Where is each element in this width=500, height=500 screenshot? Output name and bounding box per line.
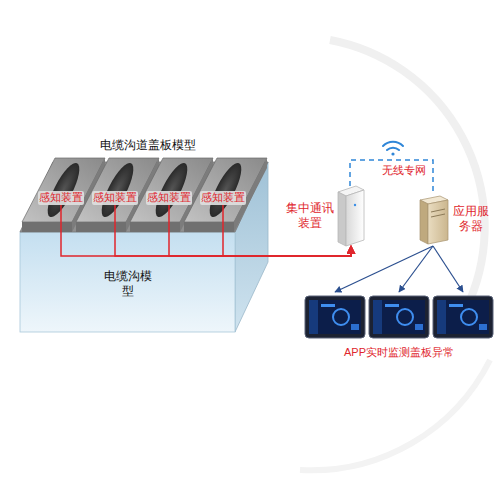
signal-wire-path <box>223 205 351 256</box>
router-front <box>346 190 364 246</box>
signal-wire <box>61 205 351 256</box>
tablet-sidebar <box>437 300 446 334</box>
signal-wire <box>115 205 351 256</box>
tablet <box>369 296 429 338</box>
signal-wire <box>169 205 351 256</box>
app-push-path <box>433 246 463 292</box>
tablet <box>433 296 493 338</box>
signal-wire-path <box>115 205 351 256</box>
server-side <box>420 200 428 244</box>
cover-slot <box>42 159 85 221</box>
sensor-device: 感知装置 <box>92 191 138 205</box>
cover-front <box>184 222 234 232</box>
tablet-widget <box>397 309 413 325</box>
tablet-body <box>305 296 365 338</box>
signal-wire-path <box>61 205 351 256</box>
device-label: 集中通讯装置 <box>285 201 335 231</box>
cover-slot <box>204 159 247 221</box>
server-bay <box>431 209 445 212</box>
server-icon <box>420 196 448 244</box>
cover-plate <box>184 158 267 232</box>
signal-wire <box>223 205 351 256</box>
signal-wire-path <box>169 205 351 256</box>
tablet-screen <box>373 300 425 334</box>
router-icon <box>338 186 364 246</box>
router-led <box>354 204 356 206</box>
sensor-device: 感知装置 <box>38 191 84 205</box>
comm-device: 集中通讯装置 <box>285 186 367 246</box>
trench-body: 电缆沟模型 <box>20 236 235 332</box>
sensor-label: 感知装置 <box>146 191 192 205</box>
server-front <box>428 200 448 244</box>
link-label: 无线专网 <box>380 164 428 178</box>
sensor-label: 感知装置 <box>38 191 84 205</box>
cover-front <box>22 222 72 232</box>
app-tablets: APP实时监测盖板异常 <box>303 292 495 362</box>
wifi-icon <box>383 142 403 156</box>
cover-slot <box>150 159 193 221</box>
tablet-widget <box>333 309 349 325</box>
background-swirl <box>300 360 490 470</box>
trench-label: 电缆沟模型 <box>102 269 154 299</box>
cover-front <box>130 222 180 232</box>
wifi-arc <box>387 148 399 150</box>
tablet-widget <box>449 304 463 307</box>
sensor-device: 感知装置 <box>200 191 246 205</box>
app-push <box>335 246 463 292</box>
wifi-arc <box>383 142 403 146</box>
tablet-widget <box>479 324 487 330</box>
tablet-widget <box>385 304 399 307</box>
cover-slot <box>96 159 139 221</box>
tablet-sidebar <box>309 300 318 334</box>
wireless-link <box>350 160 433 192</box>
background-swirl <box>330 40 485 300</box>
tablet-widget <box>461 309 477 325</box>
server-bay <box>431 214 445 217</box>
tablet-screen <box>437 300 489 334</box>
cover-model-region: 电缆沟道盖板模型感知装置感知装置感知装置感知装置 <box>20 134 275 236</box>
sensor-label: 感知装置 <box>92 191 138 205</box>
tablet-body <box>369 296 429 338</box>
app-push-path <box>335 246 433 292</box>
wireless-link-path <box>350 160 433 192</box>
cover-plates <box>22 158 267 232</box>
sensor-device: 感知装置 <box>146 191 192 205</box>
tablet-widget <box>351 324 359 330</box>
tablets <box>305 296 493 338</box>
tablet-caption: APP实时监测盖板异常 <box>344 346 454 360</box>
sensor-label: 感知装置 <box>200 191 246 205</box>
tablet-sidebar <box>373 300 382 334</box>
tablet-widget <box>321 304 335 307</box>
tablet-screen <box>309 300 361 334</box>
server-label: 应用服务器 <box>452 204 490 234</box>
app-server: 应用服务器 <box>416 192 492 246</box>
model-heading: 电缆沟道盖板模型 <box>100 138 196 153</box>
app-push-path <box>399 246 433 292</box>
tablet-widget <box>415 324 423 330</box>
tablet <box>305 296 365 338</box>
router-side <box>338 192 346 246</box>
trench-front <box>20 232 235 332</box>
tablet-body <box>433 296 493 338</box>
cover-front <box>76 222 126 232</box>
wifi-dot <box>391 152 394 155</box>
